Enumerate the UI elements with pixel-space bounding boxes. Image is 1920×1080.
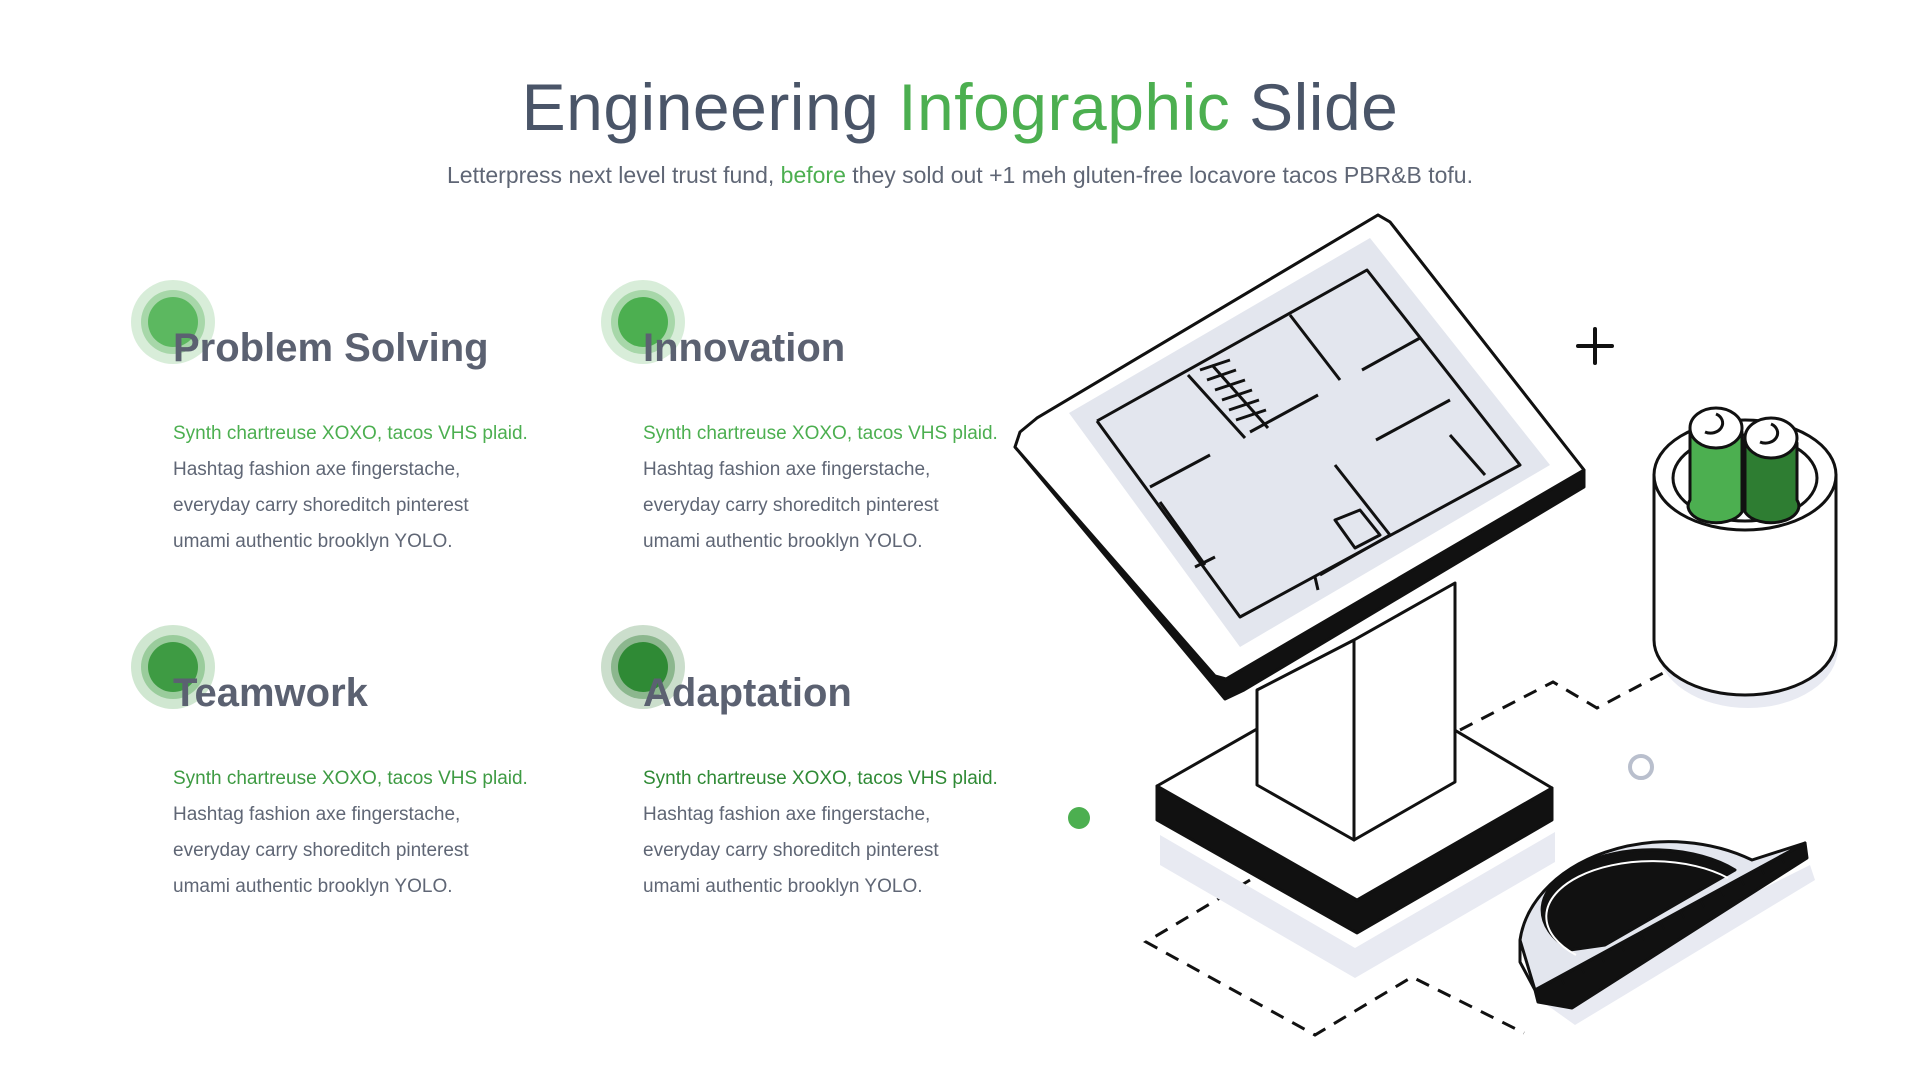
card-highlight: Synth chartreuse XOXO, tacos VHS plaid. <box>643 768 998 789</box>
card-highlight: Synth chartreuse XOXO, tacos VHS plaid. <box>643 423 998 444</box>
card-body-line: Hashtag fashion axe fingerstache, <box>643 459 931 480</box>
subtitle-accent: before <box>780 162 846 188</box>
card-body-line: Hashtag fashion axe fingerstache, <box>173 459 461 480</box>
card-title: Innovation <box>643 326 846 370</box>
slide-title: Engineering Infographic Slide <box>0 66 1920 148</box>
card-body-line: Hashtag fashion axe fingerstache, <box>643 804 931 825</box>
engineering-illustration <box>1013 213 1838 1037</box>
dot-icon <box>1068 807 1090 829</box>
card-highlight: Synth chartreuse XOXO, tacos VHS plaid. <box>173 423 528 444</box>
plus-icon <box>1576 327 1614 365</box>
title-part2: Slide <box>1230 70 1399 144</box>
green-circle-icon <box>131 280 215 364</box>
drafting-kiosk-icon <box>1013 213 1586 978</box>
card-title: Teamwork <box>173 671 368 715</box>
card-body-line: Hashtag fashion axe fingerstache, <box>173 804 461 825</box>
card-body-line: everyday carry shoreditch pinterest <box>643 840 939 861</box>
subtitle-part1: Letterpress next level trust fund, <box>447 162 781 188</box>
card-body-line: everyday carry shoreditch pinterest <box>643 495 939 516</box>
card-highlight: Synth chartreuse XOXO, tacos VHS plaid. <box>173 768 528 789</box>
ring-icon <box>1628 754 1654 780</box>
title-accent: Infographic <box>898 70 1231 144</box>
card-title: Adaptation <box>643 671 852 715</box>
card-body-line: umami authentic brooklyn YOLO. <box>173 876 453 897</box>
card-title: Problem Solving <box>173 326 489 370</box>
slide-subtitle: Letterpress next level trust fund, befor… <box>0 162 1920 189</box>
card-adaptation: Adaptation Synth chartreuse XOXO, tacos … <box>601 625 1073 905</box>
subtitle-part2: they sold out +1 meh gluten-free locavor… <box>845 162 1473 188</box>
card-body-line: umami authentic brooklyn YOLO. <box>173 531 453 552</box>
green-circle-icon <box>131 625 215 709</box>
dashed-floor-icon <box>1142 670 1666 1037</box>
card-body-line: umami authentic brooklyn YOLO. <box>643 531 923 552</box>
card-body-line: everyday carry shoreditch pinterest <box>173 840 469 861</box>
card-body-line: everyday carry shoreditch pinterest <box>173 495 469 516</box>
card-teamwork: Teamwork Synth chartreuse XOXO, tacos VH… <box>131 625 603 905</box>
card-body-line: umami authentic brooklyn YOLO. <box>643 876 923 897</box>
protractor-icon <box>1518 840 1815 1025</box>
card-innovation: Innovation Synth chartreuse XOXO, tacos … <box>601 280 1073 560</box>
slide-header: Engineering Infographic Slide Letterpres… <box>0 66 1920 189</box>
card-problem-solving: Problem Solving Synth chartreuse XOXO, t… <box>131 280 603 560</box>
green-circle-icon <box>601 280 685 364</box>
blueprint-icon <box>1095 268 1522 619</box>
pencil-cup-icon <box>1652 406 1838 708</box>
title-part1: Engineering <box>521 70 899 144</box>
green-circle-icon <box>601 625 685 709</box>
